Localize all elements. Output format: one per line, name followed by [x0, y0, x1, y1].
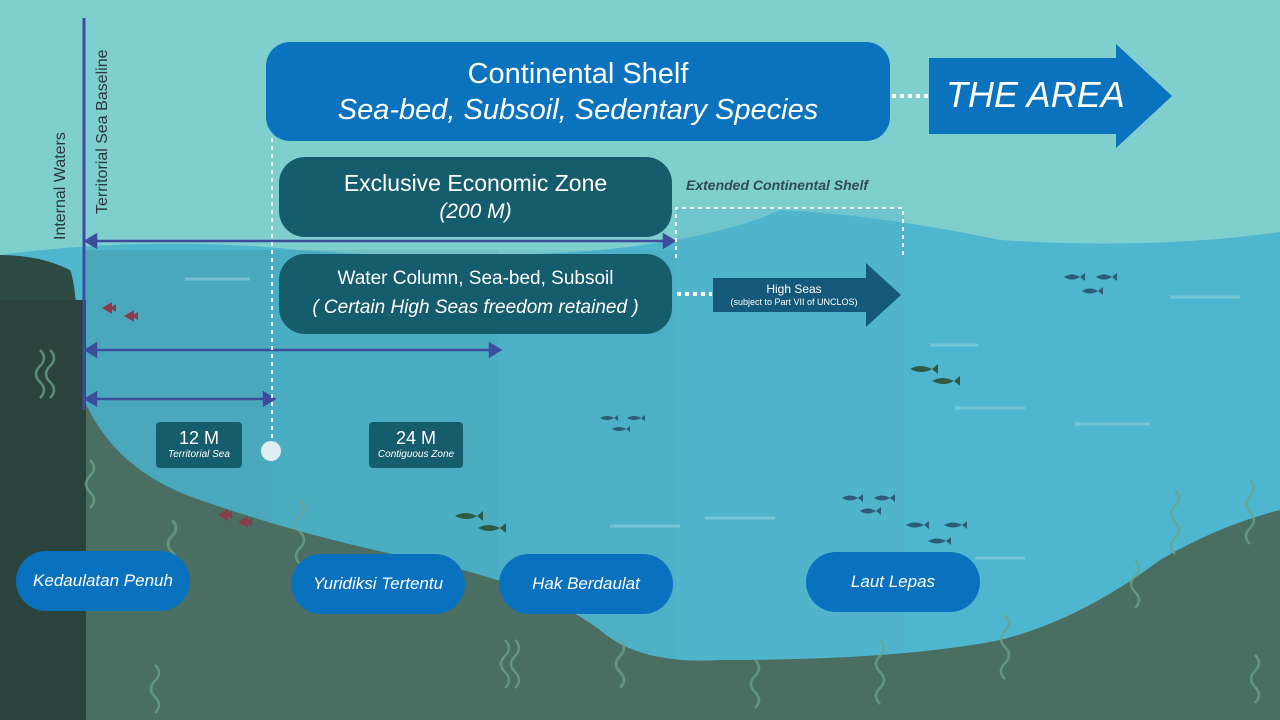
- yuridiksi-tertentu-label: Yuridiksi Tertentu: [291, 554, 465, 614]
- baseline-label: Territorial Sea Baseline: [94, 49, 111, 214]
- the-area-label: THE AREA: [946, 74, 1125, 115]
- seaweed: [149, 664, 161, 714]
- seaweed: [294, 499, 306, 565]
- arrowhead: [83, 390, 98, 408]
- fish: [1082, 287, 1103, 295]
- dotted-connectors: [677, 94, 928, 296]
- eez-panel: Exclusive Economic Zone (200 M): [279, 157, 672, 237]
- high-seas-text: High Seas (subject to Part VII of UNCLOS…: [713, 282, 875, 310]
- high-seas-title: High Seas: [766, 282, 822, 296]
- continental-shelf-subtitle: Sea-bed, Subsoil, Sedentary Species: [337, 93, 819, 126]
- arrowhead: [662, 232, 677, 250]
- seaweed: [84, 459, 96, 509]
- seaweed: [499, 639, 511, 689]
- fish: [124, 310, 138, 322]
- fish: [600, 415, 618, 421]
- territorial-sea-distance: 12 M: [178, 428, 220, 448]
- fish: [478, 523, 506, 533]
- fish: [910, 364, 938, 374]
- arrowhead: [83, 341, 98, 359]
- arrowhead: [83, 232, 98, 250]
- fish: [455, 511, 483, 521]
- water-column-panel: Water Column, Sea-bed, Subsoil ( Certain…: [279, 254, 672, 334]
- seaweed: [1169, 489, 1181, 555]
- territorial-sea-name: Territorial Sea: [168, 449, 230, 460]
- continental-shelf-panel: Continental Shelf Sea-bed, Subsoil, Sede…: [266, 42, 890, 141]
- eez-subtitle: (200 M): [439, 200, 512, 223]
- seabed: [80, 390, 1280, 720]
- fish: [860, 507, 881, 515]
- fish: [842, 494, 863, 502]
- the-area-arrow: [929, 44, 1172, 148]
- seaweed-group: [34, 349, 1261, 714]
- laut-lepas-label: Laut Lepas: [806, 552, 980, 612]
- seaweed: [44, 349, 56, 399]
- fish: [102, 302, 116, 314]
- seaweed: [749, 659, 761, 709]
- fish: [932, 376, 960, 386]
- fish: [874, 494, 895, 502]
- territorial-sea-box: 12 M Territorial Sea: [156, 422, 242, 468]
- fish: [627, 415, 645, 421]
- water-sheen: [185, 277, 1240, 560]
- fish: [906, 521, 929, 529]
- land-shade: [0, 300, 86, 720]
- water-column-title: Water Column, Sea-bed, Subsoil: [337, 268, 614, 289]
- arrowhead: [488, 341, 503, 359]
- high-seas-arrow: [713, 263, 901, 327]
- fish: [928, 537, 951, 545]
- seaweed: [999, 614, 1011, 680]
- contiguous-zone-box: 24 M Contiguous Zone: [369, 422, 463, 468]
- extended-shelf-label: Extended Continental Shelf: [686, 177, 869, 193]
- fish: [238, 516, 252, 528]
- fish: [944, 521, 967, 529]
- fish: [1096, 273, 1117, 281]
- seaweed: [1249, 654, 1261, 704]
- dashed-guides: [271, 138, 904, 450]
- seaweed: [34, 349, 46, 399]
- high-seas-subtitle: (subject to Part VII of UNCLOS): [730, 297, 858, 307]
- extended-shelf-outline: [675, 207, 904, 258]
- fish: [612, 426, 630, 432]
- fish: [218, 509, 232, 521]
- internal-waters-label: Internal Waters: [52, 132, 69, 240]
- contiguous-zone-distance: 24 M: [395, 428, 437, 448]
- seaweed: [1129, 559, 1141, 609]
- fish-group: [102, 273, 1117, 545]
- seaweed: [509, 639, 521, 689]
- fish: [1064, 273, 1085, 281]
- kedaulatan-penuh-label: Kedaulatan Penuh: [16, 551, 190, 611]
- seaweed: [1244, 479, 1256, 545]
- hak-berdaulat-label: Hak Berdaulat: [499, 554, 673, 614]
- contiguous-zone-name: Contiguous Zone: [377, 449, 455, 460]
- continental-shelf-title: Continental Shelf: [467, 57, 689, 90]
- seaweed: [874, 639, 886, 705]
- eez-title: Exclusive Economic Zone: [343, 170, 608, 196]
- seaweed: [614, 639, 626, 689]
- arrowhead: [262, 390, 277, 408]
- baseline-marker-dot: [261, 441, 281, 461]
- distance-arrows: [83, 232, 677, 408]
- water-column-subtitle: ( Certain High Seas freedom retained ): [312, 297, 639, 318]
